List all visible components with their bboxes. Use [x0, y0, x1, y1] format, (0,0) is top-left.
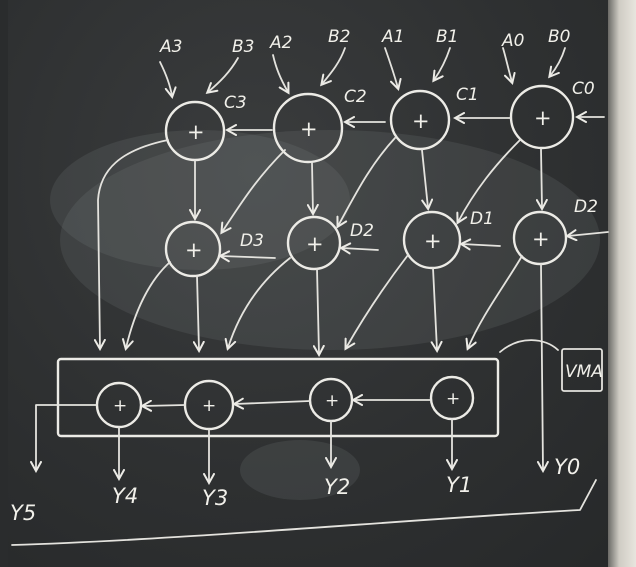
- sum-arrows-top-to-middle: [195, 148, 542, 218]
- label-a1: A1: [381, 27, 404, 47]
- adder-row-bottom: [95, 375, 475, 431]
- input-labels: A3 B3 A2 B2 A1 B1 A0 B0: [159, 27, 570, 57]
- carry-arrows-top: [228, 117, 605, 130]
- carry-labels: C3 C2 C1 C0: [224, 79, 595, 113]
- adder-c1: [389, 89, 451, 151]
- adder-c3: [164, 100, 226, 162]
- board-left-edge: [0, 0, 8, 567]
- output-labels: Y5 Y4 Y3 Y2 Y1 Y0: [10, 455, 580, 525]
- plus-d2a: +: [306, 232, 324, 256]
- label-c0: C0: [572, 79, 595, 99]
- final-stage-box: [56, 357, 500, 438]
- plus-c3: +: [187, 120, 205, 144]
- adder-row-top: [164, 84, 575, 164]
- plus-y1: +: [446, 389, 460, 409]
- label-c1: C1: [456, 85, 479, 105]
- plus-y4: +: [113, 396, 127, 416]
- eraser-smudges: [50, 130, 600, 500]
- diagonal-carry-arrows: [222, 137, 521, 232]
- label-y1: Y1: [446, 473, 472, 497]
- label-y5: Y5: [10, 501, 36, 525]
- vma-connector: [499, 339, 559, 353]
- label-a2: A2: [269, 33, 292, 53]
- output-arrows: [36, 404, 452, 482]
- label-a0: A0: [501, 31, 524, 51]
- plus-signs: + + + + + + + + + + + +: [113, 106, 552, 416]
- adder-d3: [164, 220, 222, 278]
- label-b2: B2: [328, 27, 350, 47]
- plus-d1: +: [424, 229, 442, 253]
- d-labels: D3 D2 D1 D2: [240, 197, 598, 251]
- plus-y3: +: [202, 396, 216, 416]
- adder-c0: [509, 84, 575, 150]
- label-b0: B0: [548, 27, 570, 47]
- plus-c2: +: [300, 117, 318, 141]
- plus-c0: +: [534, 106, 552, 130]
- carry-arrows-bottom: [143, 400, 431, 406]
- label-c2: C2: [344, 87, 367, 107]
- plus-c1: +: [412, 109, 430, 133]
- label-y0: Y0: [554, 455, 580, 479]
- vma-box: [561, 348, 603, 392]
- input-arrows: [159, 47, 566, 96]
- label-c3: C3: [224, 93, 247, 113]
- adder-c2: [272, 92, 344, 164]
- label-vma: VMA: [565, 362, 603, 382]
- label-d1: D1: [470, 209, 494, 229]
- label-d2b: D2: [574, 197, 598, 217]
- label-y4: Y4: [112, 484, 138, 508]
- label-b1: B1: [436, 27, 458, 47]
- middle-to-bottom-arrows: [126, 254, 543, 470]
- label-a3: A3: [159, 37, 182, 57]
- label-d2a: D2: [350, 221, 374, 241]
- label-d3: D3: [240, 231, 264, 251]
- label-b3: B3: [232, 37, 254, 57]
- label-y2: Y2: [324, 475, 350, 499]
- plus-d3: +: [185, 238, 203, 262]
- board-frame: [608, 0, 636, 567]
- output-bracket-line: [11, 479, 597, 546]
- plus-y2: +: [325, 391, 339, 411]
- d-input-arrows: [221, 232, 609, 258]
- carry-out-left-arrow: [98, 139, 169, 348]
- label-y3: Y3: [202, 486, 228, 510]
- plus-d2b: +: [532, 227, 550, 251]
